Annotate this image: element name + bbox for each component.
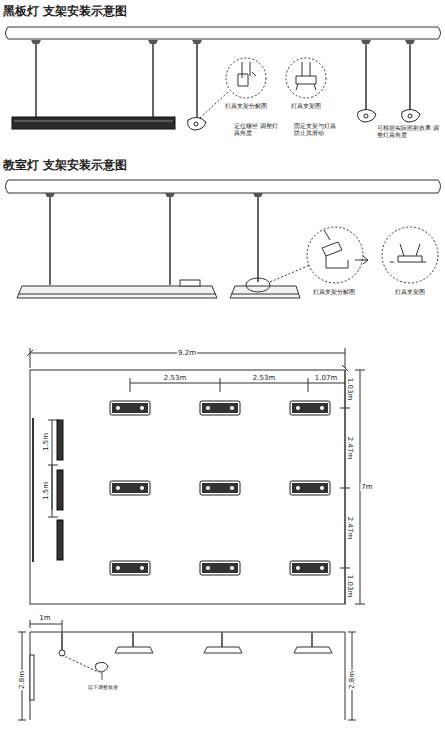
panel-light <box>290 561 330 575</box>
dimension: 2.53m <box>163 374 187 382</box>
callout-text: 灯具支架图 <box>394 289 426 296</box>
panel-light <box>200 481 240 495</box>
dimension: 2.53m <box>252 374 276 382</box>
dimension: 2.47m <box>346 516 354 540</box>
note-text: 可根据实际照射效果 调整灯具角度 <box>377 125 439 139</box>
dimension: 1.5m <box>42 432 50 452</box>
panel-light <box>200 401 240 415</box>
panel-light <box>290 401 330 415</box>
section-title: 教室灯 支架安装示意图 <box>3 159 127 173</box>
dimension: 1.03m <box>346 377 354 401</box>
note-text: 固定支架与灯具 防止其滑动 <box>294 123 342 137</box>
callout-text: 灯具支架图 <box>290 103 322 110</box>
note-text: 定位螺丝 调整灯具角度 <box>234 123 278 137</box>
section-title: 黑板灯 支架安装示意图 <box>3 5 127 19</box>
panel-light <box>200 561 240 575</box>
dimension: 1.03m <box>346 574 354 598</box>
note-text: 以下调整角度 <box>87 685 119 691</box>
panel-light <box>290 481 330 495</box>
dimension: 1.5m <box>42 481 50 501</box>
dimension: 2.8m <box>348 670 356 690</box>
panel-light <box>110 561 150 575</box>
dimension: 2.8m <box>18 670 26 690</box>
callout-text: 灯具支架分解图 <box>224 103 268 110</box>
panel-light <box>110 481 150 495</box>
dimension: 1m <box>38 614 51 622</box>
callout-text: 灯具支架分解图 <box>312 289 356 296</box>
dimension: 2.47m <box>346 436 354 460</box>
dimension: 1.07m <box>314 374 338 382</box>
panel-light <box>110 401 150 415</box>
dimension: 9.2m <box>177 349 197 357</box>
dimension: 7m <box>360 483 373 491</box>
